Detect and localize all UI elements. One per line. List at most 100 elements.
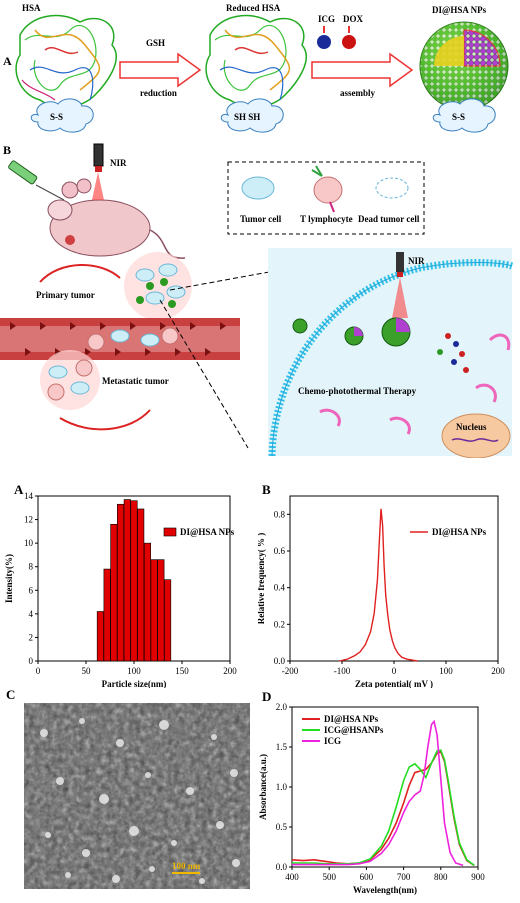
series-line (292, 749, 475, 867)
ss-cloud-left: S-S (30, 98, 94, 133)
legend-label: ICG@HSANPs (324, 725, 384, 735)
metastatic-tumor-site (40, 350, 100, 410)
bar (164, 579, 172, 662)
bar (150, 559, 158, 662)
scheme-b: B NIR Tumor cell T lymphocyte Dead tumor… (0, 140, 520, 459)
legend-label: ICG (324, 736, 341, 746)
panel-label: B (262, 482, 271, 497)
x-tick-label: 200 (223, 666, 237, 676)
y-tick-label: 12 (24, 515, 33, 525)
gsh-label: GSH (146, 38, 165, 48)
metastatic-tumor-cells (47, 359, 93, 401)
nucleus-label: Nucleus (456, 422, 487, 432)
panel-label: A (14, 482, 24, 497)
y-tick-label: 0.6 (274, 546, 286, 556)
dead-tumor-cell-icon (375, 177, 409, 199)
panel-label: D (262, 689, 271, 704)
series-line (291, 750, 475, 867)
y-tick-label: 0.5 (276, 822, 288, 832)
nir-laser-icon (92, 143, 104, 200)
x-tick-label: 0 (392, 666, 397, 676)
legend-label: DI@HSA NPs (324, 714, 379, 724)
blood-vessel (0, 318, 240, 360)
nucleus-shape (441, 413, 511, 459)
series-line (339, 508, 418, 662)
nir-laser-icon-2 (392, 252, 408, 318)
plot-frame (289, 495, 499, 662)
y-tick-label: 2.0 (276, 702, 288, 712)
nanoparticle (419, 21, 509, 111)
x-tick-label: 700 (397, 872, 411, 882)
svg-text:S-S: S-S (452, 112, 465, 122)
scale-bar-label: 100 nm (172, 861, 201, 871)
ss-cloud-right: S-S (432, 98, 496, 133)
y-axis-label: Intensity(%) (4, 554, 14, 603)
metastatic-tumor-label: Metastatic tumor (102, 376, 169, 386)
legend-t-lymphocyte: T lymphocyte (300, 214, 353, 224)
bar (143, 542, 151, 662)
y-axis-label: Absorbance(a.u.) (258, 754, 268, 820)
reduction-label: reduction (140, 88, 177, 98)
tem-particles (40, 718, 240, 884)
scheme-a: HSA A S-S GSH reduction Reduced HSA SH S… (0, 0, 520, 140)
y-tick-label: 6 (29, 585, 34, 595)
icg-molecule (317, 35, 331, 49)
bar (123, 499, 131, 662)
y-tick-label: 14 (24, 491, 34, 501)
x-tick-label: 100 (439, 666, 453, 676)
bar (96, 611, 104, 662)
legend-tumor-cell: Tumor cell (240, 214, 282, 224)
dox-label: DOX (343, 14, 364, 24)
y-tick-label: 0.2 (274, 619, 285, 629)
assembly-label: assembly (340, 88, 376, 98)
x-tick-label: 150 (175, 666, 189, 676)
reduction-arrow (119, 52, 202, 88)
x-tick-label: 0 (36, 666, 41, 676)
sh-cloud: SH SH (220, 98, 284, 133)
x-tick-label: 200 (491, 666, 505, 676)
therapy-label: Chemo-photothermal Therapy (298, 386, 417, 396)
hsa-protein (15, 14, 117, 108)
t-lymphocyte-icon (313, 176, 343, 204)
legend-dead-cell: Dead tumor cell (358, 214, 420, 224)
x-tick-label: 500 (322, 872, 336, 882)
organelles (319, 333, 511, 435)
svg-text:SH SH: SH SH (234, 112, 260, 122)
mouse-illustration (47, 178, 186, 259)
zoom-line-lower (159, 299, 249, 449)
reduced-hsa-protein (205, 14, 307, 108)
bar (117, 503, 125, 662)
bar (103, 568, 111, 662)
y-tick-label: 0 (29, 656, 34, 666)
bar (137, 508, 145, 662)
x-tick-label: -200 (282, 666, 299, 676)
hsa-label: HSA (22, 3, 41, 13)
y-tick-label: 0.0 (274, 656, 286, 666)
product-label: DI@HSA NPs (432, 5, 487, 15)
x-tick-label: 400 (285, 872, 299, 882)
tumor-cell-icon (241, 176, 275, 200)
x-tick-label: 900 (471, 872, 485, 882)
y-tick-label: 10 (24, 538, 34, 548)
dox-molecule (342, 35, 356, 49)
primary-arrow (39, 264, 121, 283)
x-axis-label: Zeta potential( mV ) (355, 679, 433, 688)
primary-tumor-cells (135, 263, 186, 308)
primary-tumor-label: Primary tumor (36, 290, 95, 300)
legend-label: DI@HSA NPs (180, 527, 235, 537)
legend-swatch (163, 527, 177, 537)
zoom-line-upper (169, 269, 281, 291)
x-axis-label: Particle size(nm) (102, 679, 167, 688)
y-tick-label: 2 (29, 632, 34, 642)
y-tick-label: 8 (29, 562, 34, 572)
cell-legend-box (227, 161, 425, 235)
metastatic-arrow (59, 409, 151, 431)
primary-tumor-site (124, 252, 192, 320)
scheme-b-svg: B NIR Tumor cell T lymphocyte Dead tumor… (0, 143, 514, 459)
y-tick-label: 4 (29, 609, 34, 619)
legend-label: DI@HSA NPs (432, 527, 487, 537)
y-tick-label: 0.4 (274, 583, 286, 593)
